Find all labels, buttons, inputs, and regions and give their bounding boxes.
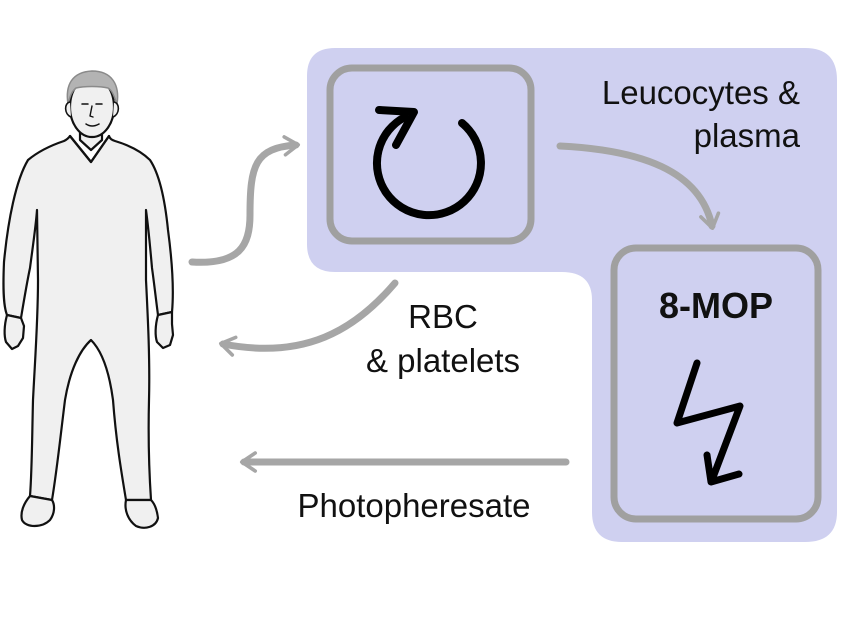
separation-box [326,64,535,245]
drug-label: 8-MOP [659,285,773,326]
person-ear-left [64,101,72,118]
circular-arrow-icon [373,106,485,220]
person-left-hand [3,313,26,351]
arrow-patient-to-separation [188,135,301,266]
arrow-leucocytes-to-irradiation [556,142,721,230]
leucocytes-label-line1: Leucocytes & [602,74,800,111]
person-nose [89,105,94,118]
person-right-foot [124,498,160,529]
person-left-foot [20,494,56,528]
person-ear-right [112,101,120,118]
person-figure [2,70,175,529]
person-hair [66,70,119,105]
irradiation-box: 8-MOP [610,244,822,523]
person-mouth [85,123,100,127]
person-body [2,134,174,502]
leucocytes-label-line2: plasma [694,117,801,154]
photopheresate-label: Photopheresate [297,487,530,524]
arrow-rbc-return [219,279,399,357]
person-neckline [68,134,111,164]
person-right-hand [154,310,175,350]
rbc-label-line1: RBC [408,298,478,335]
rbc-label-line2: & platelets [366,342,520,379]
lightning-bolt-icon [673,359,744,486]
